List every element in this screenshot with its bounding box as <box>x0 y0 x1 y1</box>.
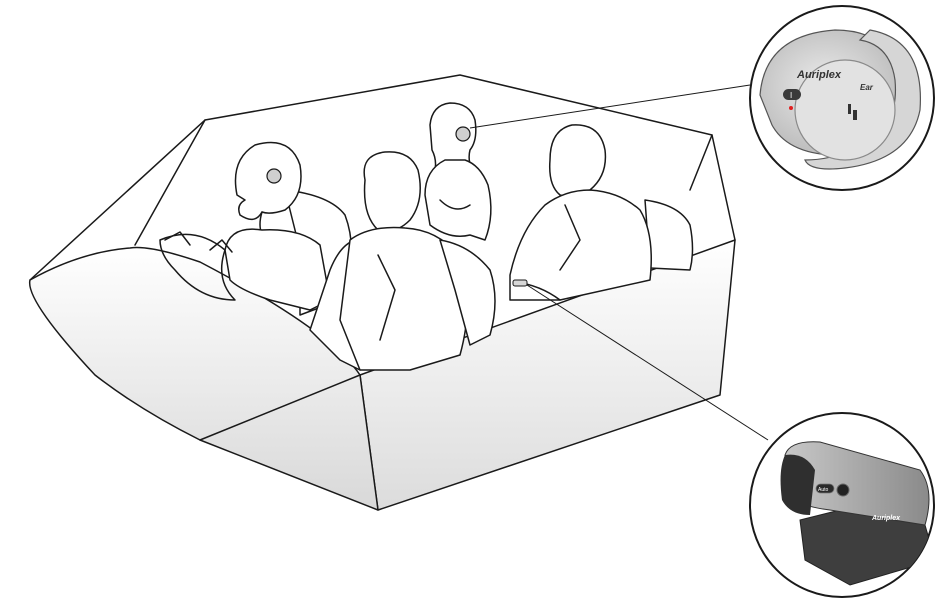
conference-device-icon <box>513 280 527 286</box>
earpiece-icon <box>267 169 281 183</box>
auto-button-label: Auto <box>818 487 829 493</box>
model-label: Ear <box>860 83 874 92</box>
device-brand-label: Auriplex <box>871 515 901 522</box>
lens-icon <box>837 484 849 496</box>
callout-line-top <box>470 85 750 128</box>
brand-label: Auriplex <box>796 69 842 81</box>
earpiece-icon <box>456 127 470 141</box>
power-button-label: I <box>790 91 792 100</box>
indicator-led <box>789 106 793 110</box>
callout-conference-device: Auto Auriplex <box>750 413 935 597</box>
callout-earpiece: Auriplex Ear I <box>750 6 934 190</box>
volume-icon-2 <box>853 110 857 120</box>
rear-passenger-woman-figure <box>425 103 491 240</box>
volume-icon <box>848 104 851 114</box>
